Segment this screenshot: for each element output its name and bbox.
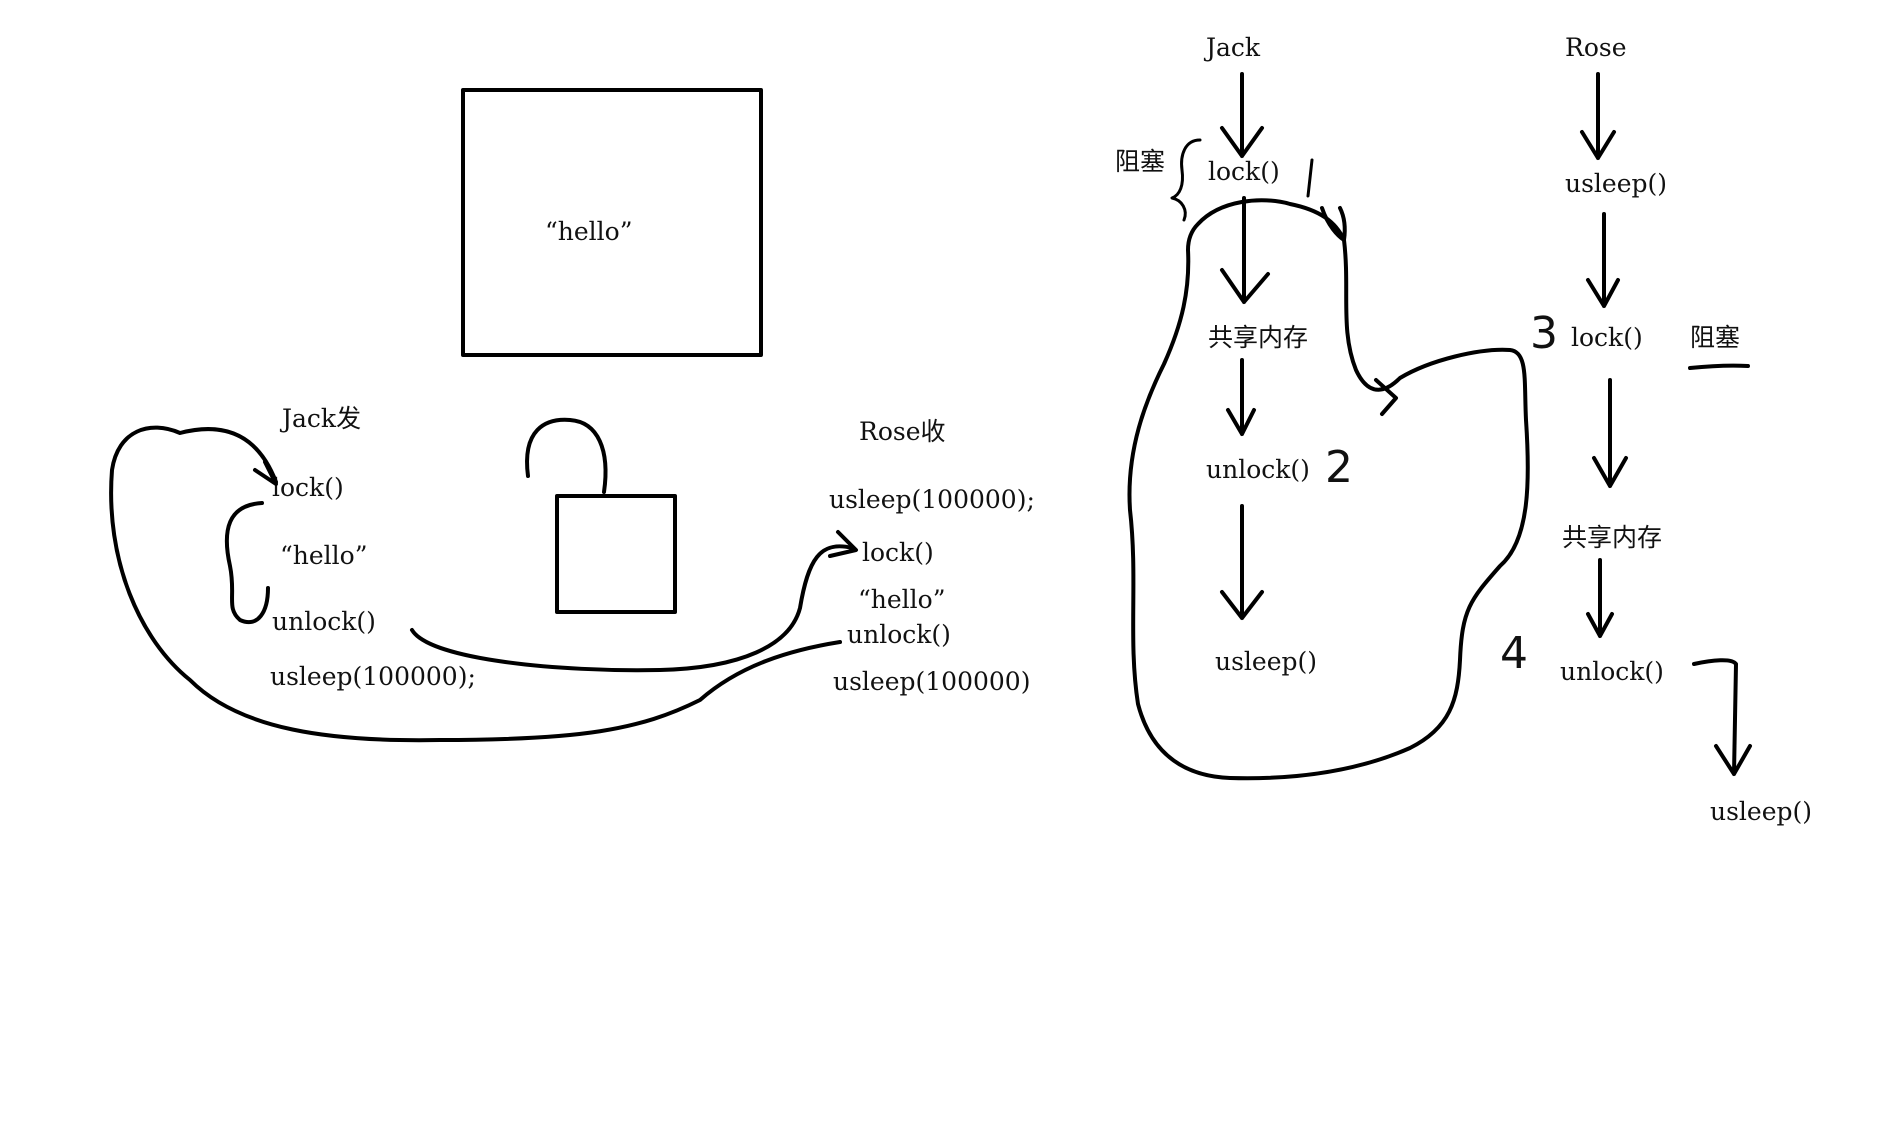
- right-rose-blocked-label: 阻塞: [1690, 323, 1740, 352]
- step-number-3: 3: [1530, 308, 1558, 359]
- right-rose-arrow-2: [1586, 212, 1620, 308]
- shared-memory-box: [461, 88, 763, 357]
- rose-receiver-title: Rose收: [859, 417, 946, 446]
- rose-step-unlock: unlock(): [847, 620, 951, 649]
- critical-section-outline: [1127, 198, 1530, 781]
- rose-step-usleep-1: usleep(100000);: [829, 485, 1035, 514]
- right-jack-arrow-1: [1220, 72, 1264, 158]
- right-rose-step-usleep-1: usleep(): [1565, 169, 1667, 198]
- jack-loop-curve: [109, 425, 842, 743]
- jack-step-usleep: usleep(100000);: [270, 662, 476, 691]
- right-rose-arrow-3: [1592, 378, 1628, 488]
- right-scenario: Jack Rose 阻塞 lock() 共享内存 unlock() 2 usle…: [1115, 33, 1812, 826]
- rose-step-lock: lock(): [862, 538, 934, 567]
- right-jack-arrow-4: [1220, 504, 1264, 620]
- jack-to-rose-curve: [410, 544, 854, 673]
- jack-step-hello: “hello”: [280, 541, 368, 570]
- step-number-2: 2: [1325, 442, 1353, 493]
- right-jack-step-usleep: usleep(): [1215, 647, 1317, 676]
- right-rose-arrow-5: [1692, 658, 1752, 776]
- jack-sender-title: Jack发: [279, 404, 361, 433]
- critical-section-notch: [1374, 378, 1398, 416]
- right-rose-title: Rose: [1565, 33, 1627, 62]
- step-number-4: 4: [1500, 628, 1528, 679]
- right-jack-arrow-2: [1220, 196, 1270, 304]
- right-rose-step-unlock: unlock(): [1560, 657, 1664, 686]
- right-jack-arrow-3: [1226, 358, 1256, 436]
- right-jack-blocked-brace: [1170, 138, 1202, 222]
- jack-critical-section-bracket: [224, 501, 270, 624]
- box-hello-text: “hello”: [545, 217, 633, 246]
- left-scenario: “hello” Jack发 lock() “hello” unlock() us…: [109, 88, 1035, 743]
- jack-step-unlock: unlock(): [272, 607, 376, 636]
- right-jack-step-shared-memory: 共享内存: [1208, 323, 1308, 352]
- right-rose-step-shared-memory: 共享内存: [1562, 523, 1662, 552]
- open-padlock-icon: [525, 417, 677, 614]
- jack-loop-arrowhead: [253, 460, 278, 486]
- right-jack-step-unlock: unlock(): [1206, 455, 1310, 484]
- right-rose-arrow-4: [1586, 558, 1614, 638]
- right-jack-title: Jack: [1203, 33, 1261, 62]
- critical-section-arrowhead: [1320, 206, 1347, 242]
- right-rose-step-usleep-2: usleep(): [1710, 797, 1812, 826]
- right-rose-arrow-1: [1580, 72, 1616, 160]
- jack-step-lock: lock(): [272, 473, 344, 502]
- rose-step-usleep-2: usleep(100000): [833, 667, 1030, 696]
- right-jack-step-lock: lock(): [1208, 157, 1280, 186]
- rose-step-hello: “hello”: [858, 585, 946, 614]
- right-rose-blocked-underline: [1688, 363, 1750, 370]
- right-rose-step-lock: lock(): [1571, 323, 1643, 352]
- critical-section-entry-tick: [1306, 158, 1314, 198]
- right-jack-blocked-label: 阻塞: [1115, 147, 1165, 176]
- jack-to-rose-arrowhead: [828, 530, 858, 558]
